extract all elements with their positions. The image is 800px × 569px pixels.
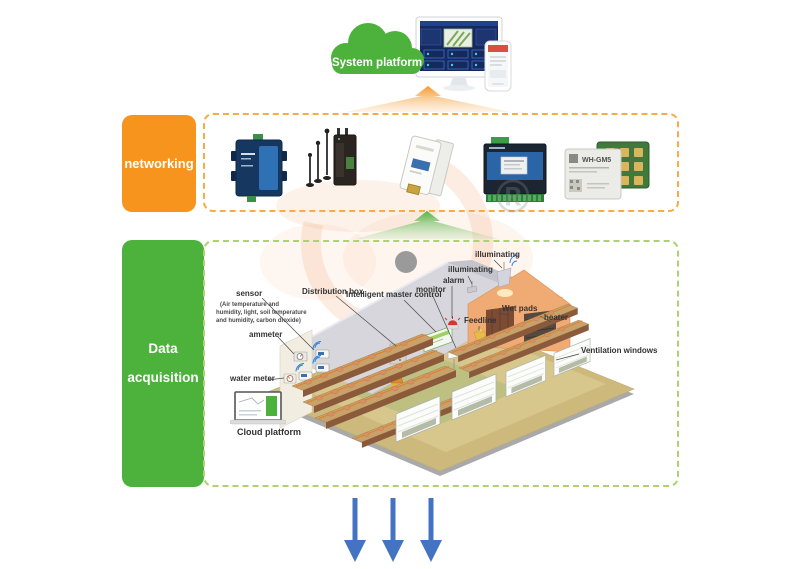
callout-sensor-detail-2: humidity, light, soil temperature bbox=[216, 310, 307, 316]
cloud-platform-laptop bbox=[229, 391, 287, 425]
callout-lines bbox=[261, 259, 580, 381]
callout-sensor-detail-1: (Air temperature and bbox=[220, 302, 280, 308]
callout-distribution-box: Distribution box bbox=[302, 287, 364, 296]
callout-master-control: Intelligent master control bbox=[346, 290, 442, 299]
water-meter-device bbox=[283, 373, 297, 384]
callout-monitor: monitor bbox=[416, 285, 446, 294]
light-fixture-cone bbox=[496, 254, 519, 297]
io-controller-device bbox=[483, 137, 547, 202]
callout-alarm: alarm bbox=[443, 276, 465, 285]
callout-ammeter: ammeter bbox=[249, 330, 283, 339]
registered-mark-watermark: ® bbox=[496, 170, 530, 222]
light-fixture-small bbox=[466, 281, 478, 294]
callout-illuminating-a: illuminating bbox=[448, 265, 493, 274]
svg-text:®: ® bbox=[496, 170, 530, 222]
smartphone-illustration bbox=[484, 40, 512, 92]
callout-sensor: sensor bbox=[236, 289, 263, 298]
down-arrows bbox=[344, 498, 442, 562]
networking-label: networking bbox=[122, 115, 196, 212]
callout-sensor-detail-3: and humidity, carbon dioxide) bbox=[216, 318, 301, 324]
serial-server-device bbox=[231, 134, 287, 202]
callout-ventilation-windows: Ventilation windows bbox=[581, 346, 658, 355]
up-arrow-orange bbox=[346, 86, 510, 112]
barn-callouts: sensor (Air temperature and humidity, li… bbox=[203, 240, 679, 487]
callout-wet-pads: Wet pads bbox=[502, 304, 538, 313]
data-acquisition-box bbox=[203, 240, 679, 487]
networking-devices: WH-GM5 bbox=[231, 128, 650, 202]
ammeter-device bbox=[293, 351, 308, 362]
callout-heater: heater bbox=[544, 313, 569, 322]
up-arrow-green bbox=[355, 211, 499, 239]
cellular-router-device bbox=[306, 128, 357, 187]
barn-left-wall bbox=[279, 329, 313, 429]
gm5-module-label: WH-GM5 bbox=[582, 157, 611, 164]
callout-cloud-platform: Cloud platform bbox=[237, 427, 301, 437]
system-platform-group: System platform bbox=[331, 16, 512, 92]
din-meter-device bbox=[399, 135, 454, 197]
data-acquisition-label: Data acquisition bbox=[122, 240, 204, 487]
system-platform-label: System platform bbox=[332, 57, 422, 69]
gm5-module-device: WH-GM5 bbox=[564, 141, 650, 200]
smart-barn-illustration bbox=[229, 254, 635, 476]
callout-water-meter: water meter bbox=[230, 374, 275, 383]
cloud-shape bbox=[331, 23, 424, 74]
callout-feedline: Feedline bbox=[464, 316, 497, 325]
callout-illuminating-b: illuminating bbox=[475, 250, 520, 259]
networking-box bbox=[203, 113, 679, 212]
